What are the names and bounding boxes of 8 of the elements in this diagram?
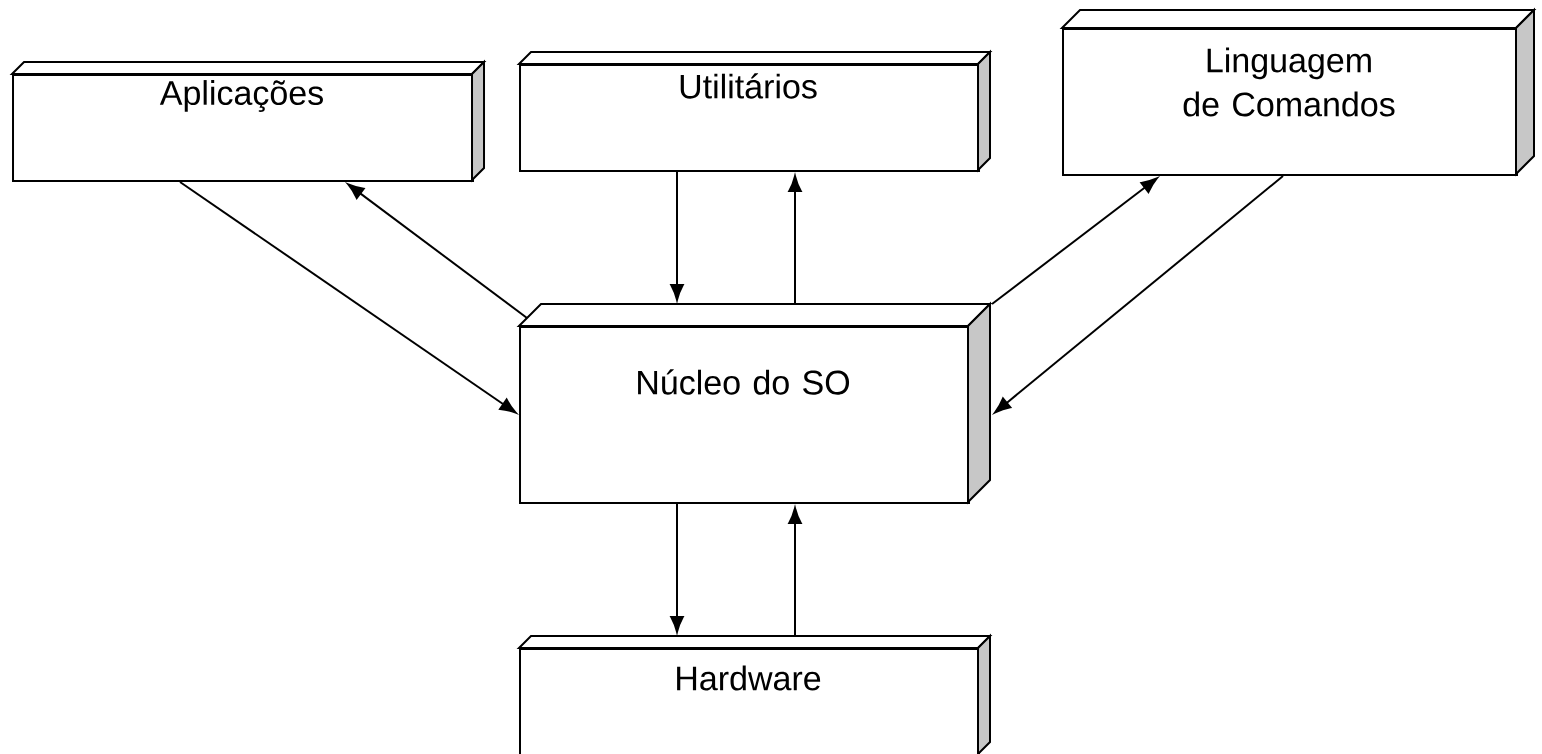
arrow	[991, 177, 1158, 305]
arrow	[347, 183, 528, 319]
arrow	[670, 503, 684, 633]
arrow	[179, 181, 517, 414]
arrow	[788, 507, 802, 637]
arrow	[670, 171, 684, 301]
arrow	[788, 175, 802, 305]
arrow	[994, 175, 1284, 414]
